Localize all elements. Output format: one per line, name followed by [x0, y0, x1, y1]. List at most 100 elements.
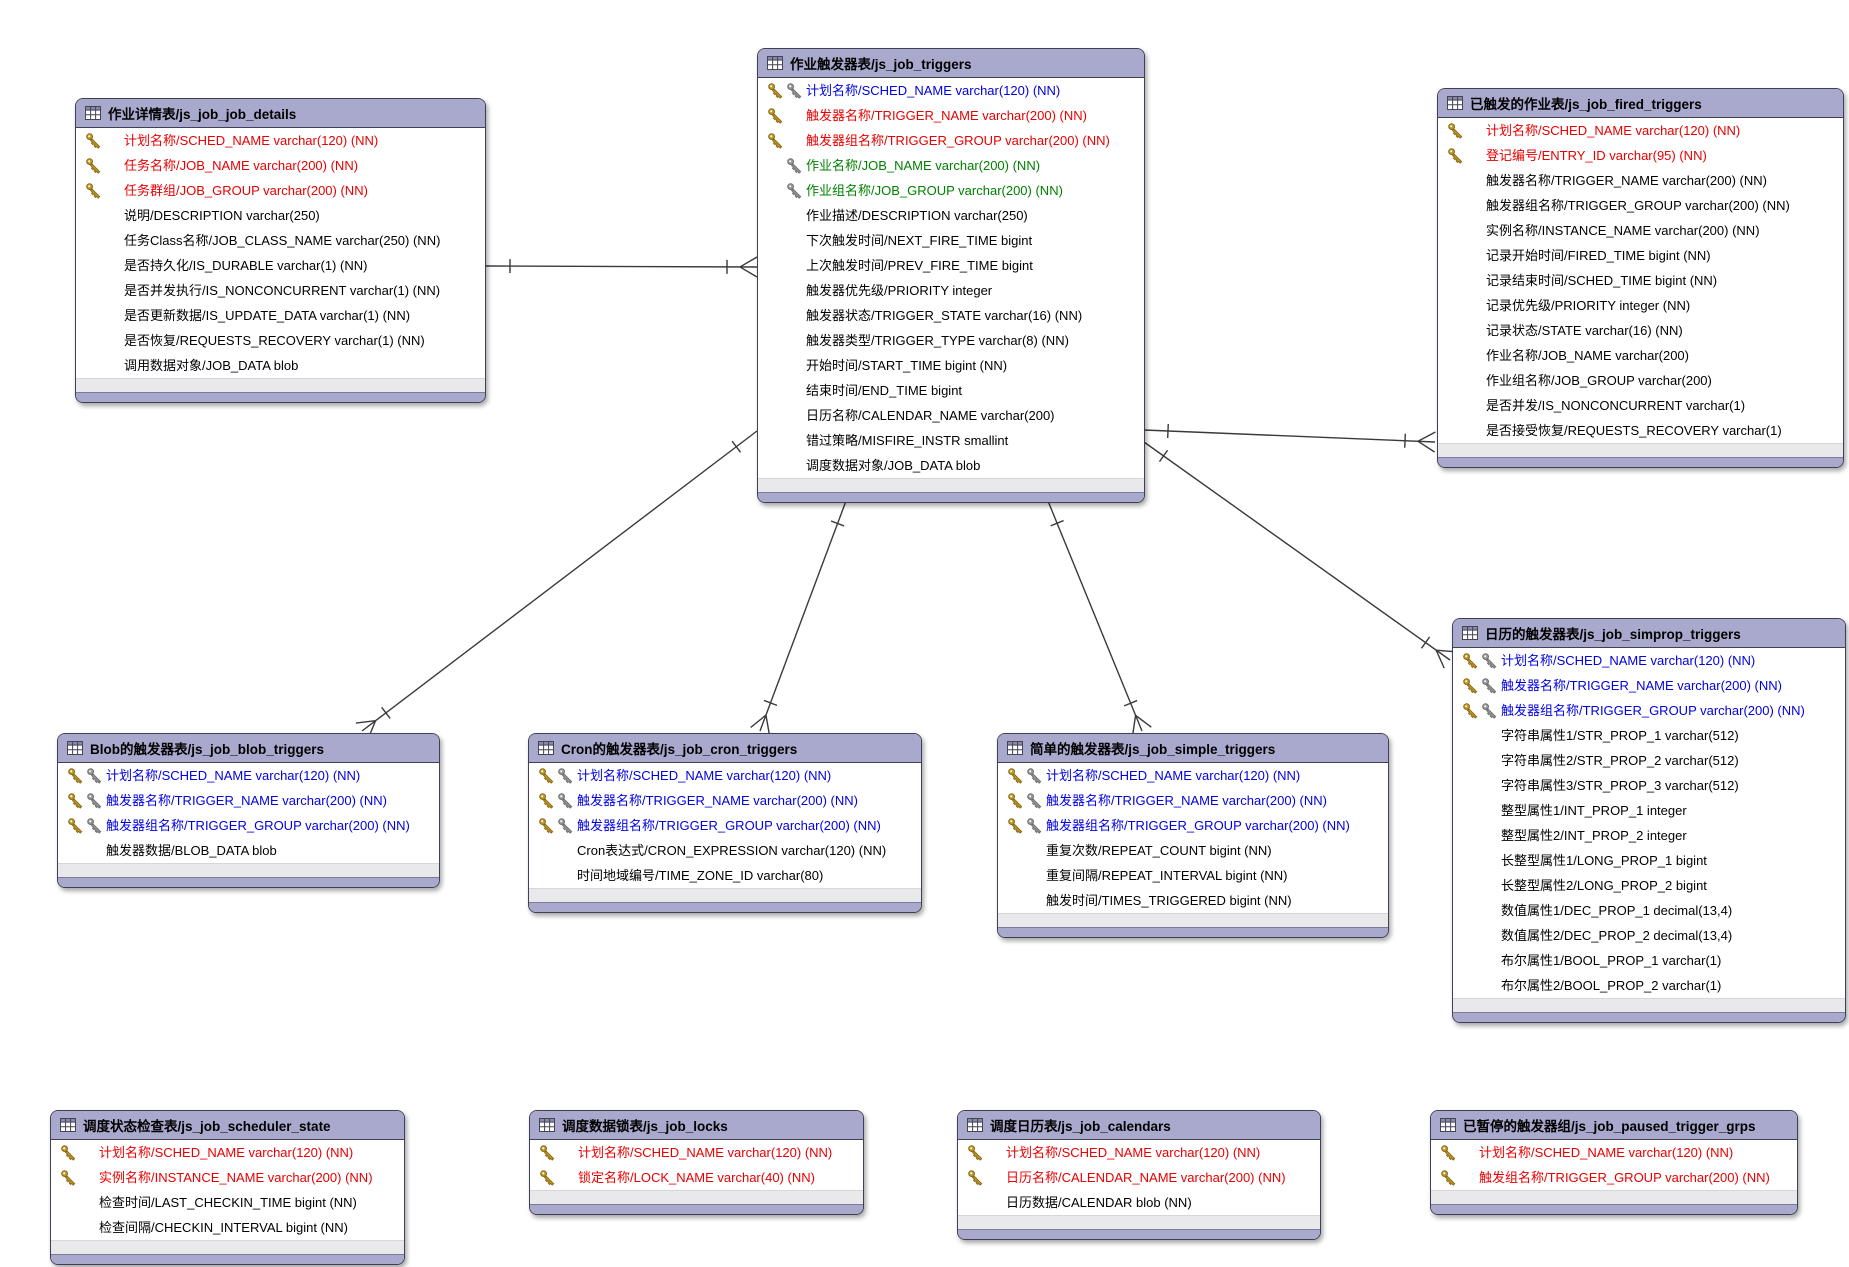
table-column-row[interactable]: 作业名称/JOB_NAME varchar(200) (NN) — [758, 153, 1144, 178]
table-column-row[interactable]: 触发器组名称/TRIGGER_GROUP varchar(200) (NN) — [998, 813, 1388, 838]
table-header[interactable]: 调度日历表/js_job_calendars — [958, 1111, 1320, 1140]
entity-table-simple-triggers[interactable]: 简单的触发器表/js_job_simple_triggers 计划名称/SCHE… — [997, 733, 1389, 938]
table-column-row[interactable]: 计划名称/SCHED_NAME varchar(120) (NN) — [958, 1140, 1320, 1165]
table-column-row[interactable]: 整型属性1/INT_PROP_1 integer — [1453, 798, 1845, 823]
table-column-row[interactable]: 说明/DESCRIPTION varchar(250) — [76, 203, 485, 228]
table-column-row[interactable]: 触发器类型/TRIGGER_TYPE varchar(8) (NN) — [758, 328, 1144, 353]
table-column-row[interactable]: 结束时间/END_TIME bigint — [758, 378, 1144, 403]
table-column-row[interactable]: 计划名称/SCHED_NAME varchar(120) (NN) — [758, 78, 1144, 103]
entity-table-blob-triggers[interactable]: Blob的触发器表/js_job_blob_triggers 计划名称/SCHE… — [57, 733, 440, 888]
table-column-row[interactable]: 数值属性2/DEC_PROP_2 decimal(13,4) — [1453, 923, 1845, 948]
table-column-row[interactable]: 计划名称/SCHED_NAME varchar(120) (NN) — [1453, 648, 1845, 673]
table-column-row[interactable]: 计划名称/SCHED_NAME varchar(120) (NN) — [1438, 118, 1843, 143]
entity-table-triggers[interactable]: 作业触发器表/js_job_triggers 计划名称/SCHED_NAME v… — [757, 48, 1145, 503]
table-header[interactable]: 已暂停的触发器组/js_job_paused_trigger_grps — [1431, 1111, 1797, 1140]
table-column-row[interactable]: 作业名称/JOB_NAME varchar(200) — [1438, 343, 1843, 368]
table-column-row[interactable]: 长整型属性2/LONG_PROP_2 bigint — [1453, 873, 1845, 898]
table-column-row[interactable]: 触发器状态/TRIGGER_STATE varchar(16) (NN) — [758, 303, 1144, 328]
table-column-row[interactable]: 触发器组名称/TRIGGER_GROUP varchar(200) (NN) — [1453, 698, 1845, 723]
table-column-row[interactable]: 锁定名称/LOCK_NAME varchar(40) (NN) — [530, 1165, 863, 1190]
table-column-row[interactable]: 日历数据/CALENDAR blob (NN) — [958, 1190, 1320, 1215]
table-column-row[interactable]: 是否并发/IS_NONCONCURRENT varchar(1) — [1438, 393, 1843, 418]
table-column-row[interactable]: 触发组名称/TRIGGER_GROUP varchar(200) (NN) — [1431, 1165, 1797, 1190]
table-column-row[interactable]: 字符串属性2/STR_PROP_2 varchar(512) — [1453, 748, 1845, 773]
table-header[interactable]: Cron的触发器表/js_job_cron_triggers — [529, 734, 921, 763]
entity-table-simprop-triggers[interactable]: 日历的触发器表/js_job_simprop_triggers 计划名称/SCH… — [1452, 618, 1846, 1023]
table-column-row[interactable]: 时间地域编号/TIME_ZONE_ID varchar(80) — [529, 863, 921, 888]
table-column-row[interactable]: 是否并发执行/IS_NONCONCURRENT varchar(1) (NN) — [76, 278, 485, 303]
table-column-row[interactable]: 记录开始时间/FIRED_TIME bigint (NN) — [1438, 243, 1843, 268]
entity-table-job-details[interactable]: 作业详情表/js_job_job_details 计划名称/SCHED_NAME… — [75, 98, 486, 403]
table-column-row[interactable]: 调用数据对象/JOB_DATA blob — [76, 353, 485, 378]
table-column-row[interactable]: 开始时间/START_TIME bigint (NN) — [758, 353, 1144, 378]
table-column-row[interactable]: 任务名称/JOB_NAME varchar(200) (NN) — [76, 153, 485, 178]
table-column-row[interactable]: 记录优先级/PRIORITY integer (NN) — [1438, 293, 1843, 318]
table-column-row[interactable]: 检查时间/LAST_CHECKIN_TIME bigint (NN) — [51, 1190, 404, 1215]
table-column-row[interactable]: 触发器优先级/PRIORITY integer — [758, 278, 1144, 303]
table-column-row[interactable]: 日历名称/CALENDAR_NAME varchar(200) — [758, 403, 1144, 428]
entity-table-calendars[interactable]: 调度日历表/js_job_calendars 计划名称/SCHED_NAME v… — [957, 1110, 1321, 1240]
table-column-row[interactable]: 计划名称/SCHED_NAME varchar(120) (NN) — [51, 1140, 404, 1165]
table-column-row[interactable]: 下次触发时间/NEXT_FIRE_TIME bigint — [758, 228, 1144, 253]
table-column-row[interactable]: 是否持久化/IS_DURABLE varchar(1) (NN) — [76, 253, 485, 278]
table-column-row[interactable]: 触发器组名称/TRIGGER_GROUP varchar(200) (NN) — [758, 128, 1144, 153]
table-column-row[interactable]: 错过策略/MISFIRE_INSTR smallint — [758, 428, 1144, 453]
table-column-row[interactable]: 重复次数/REPEAT_COUNT bigint (NN) — [998, 838, 1388, 863]
table-column-row[interactable]: 是否更新数据/IS_UPDATE_DATA varchar(1) (NN) — [76, 303, 485, 328]
table-column-row[interactable]: 记录结束时间/SCHED_TIME bigint (NN) — [1438, 268, 1843, 293]
table-column-row[interactable]: 实例名称/INSTANCE_NAME varchar(200) (NN) — [1438, 218, 1843, 243]
table-column-row[interactable]: 日历名称/CALENDAR_NAME varchar(200) (NN) — [958, 1165, 1320, 1190]
table-column-row[interactable]: 重复间隔/REPEAT_INTERVAL bigint (NN) — [998, 863, 1388, 888]
table-column-row[interactable]: 触发器组名称/TRIGGER_GROUP varchar(200) (NN) — [1438, 193, 1843, 218]
entity-table-locks[interactable]: 调度数据锁表/js_job_locks 计划名称/SCHED_NAME varc… — [529, 1110, 864, 1215]
table-column-row[interactable]: 记录状态/STATE varchar(16) (NN) — [1438, 318, 1843, 343]
table-column-row[interactable]: 作业组名称/JOB_GROUP varchar(200) — [1438, 368, 1843, 393]
table-column-row[interactable]: 触发器名称/TRIGGER_NAME varchar(200) (NN) — [758, 103, 1144, 128]
table-column-row[interactable]: 检查间隔/CHECKIN_INTERVAL bigint (NN) — [51, 1215, 404, 1240]
table-column-row[interactable]: 整型属性2/INT_PROP_2 integer — [1453, 823, 1845, 848]
table-header[interactable]: 日历的触发器表/js_job_simprop_triggers — [1453, 619, 1845, 648]
table-column-row[interactable]: 实例名称/INSTANCE_NAME varchar(200) (NN) — [51, 1165, 404, 1190]
table-column-row[interactable]: 登记编号/ENTRY_ID varchar(95) (NN) — [1438, 143, 1843, 168]
table-column-row[interactable]: 是否恢复/REQUESTS_RECOVERY varchar(1) (NN) — [76, 328, 485, 353]
table-column-row[interactable]: 触发器数据/BLOB_DATA blob — [58, 838, 439, 863]
table-column-row[interactable]: 布尔属性1/BOOL_PROP_1 varchar(1) — [1453, 948, 1845, 973]
table-header[interactable]: 作业详情表/js_job_job_details — [76, 99, 485, 128]
table-column-row[interactable]: 触发器名称/TRIGGER_NAME varchar(200) (NN) — [529, 788, 921, 813]
table-column-row[interactable]: 作业组名称/JOB_GROUP varchar(200) (NN) — [758, 178, 1144, 203]
entity-table-scheduler-state[interactable]: 调度状态检查表/js_job_scheduler_state 计划名称/SCHE… — [50, 1110, 405, 1265]
table-column-row[interactable]: 任务Class名称/JOB_CLASS_NAME varchar(250) (N… — [76, 228, 485, 253]
table-header[interactable]: 已触发的作业表/js_job_fired_triggers — [1438, 89, 1843, 118]
table-header[interactable]: 作业触发器表/js_job_triggers — [758, 49, 1144, 78]
table-column-row[interactable]: 触发器名称/TRIGGER_NAME varchar(200) (NN) — [1438, 168, 1843, 193]
entity-table-cron-triggers[interactable]: Cron的触发器表/js_job_cron_triggers 计划名称/SCHE… — [528, 733, 922, 913]
table-column-row[interactable]: 长整型属性1/LONG_PROP_1 bigint — [1453, 848, 1845, 873]
table-column-row[interactable]: 触发时间/TIMES_TRIGGERED bigint (NN) — [998, 888, 1388, 913]
entity-table-paused-trigger-grps[interactable]: 已暂停的触发器组/js_job_paused_trigger_grps 计划名称… — [1430, 1110, 1798, 1215]
table-column-row[interactable]: 触发器名称/TRIGGER_NAME varchar(200) (NN) — [58, 788, 439, 813]
table-column-row[interactable]: 计划名称/SCHED_NAME varchar(120) (NN) — [58, 763, 439, 788]
table-column-row[interactable]: 触发器名称/TRIGGER_NAME varchar(200) (NN) — [998, 788, 1388, 813]
table-column-row[interactable]: 触发器名称/TRIGGER_NAME varchar(200) (NN) — [1453, 673, 1845, 698]
table-header[interactable]: 简单的触发器表/js_job_simple_triggers — [998, 734, 1388, 763]
table-column-row[interactable]: 作业描述/DESCRIPTION varchar(250) — [758, 203, 1144, 228]
table-column-row[interactable]: 上次触发时间/PREV_FIRE_TIME bigint — [758, 253, 1144, 278]
table-column-row[interactable]: 数值属性1/DEC_PROP_1 decimal(13,4) — [1453, 898, 1845, 923]
table-column-row[interactable]: 触发器组名称/TRIGGER_GROUP varchar(200) (NN) — [529, 813, 921, 838]
table-column-row[interactable]: 计划名称/SCHED_NAME varchar(120) (NN) — [530, 1140, 863, 1165]
table-column-row[interactable]: 布尔属性2/BOOL_PROP_2 varchar(1) — [1453, 973, 1845, 998]
table-column-row[interactable]: 字符串属性1/STR_PROP_1 varchar(512) — [1453, 723, 1845, 748]
table-header[interactable]: Blob的触发器表/js_job_blob_triggers — [58, 734, 439, 763]
entity-table-fired-triggers[interactable]: 已触发的作业表/js_job_fired_triggers 计划名称/SCHED… — [1437, 88, 1844, 468]
table-column-row[interactable]: 是否接受恢复/REQUESTS_RECOVERY varchar(1) — [1438, 418, 1843, 443]
table-column-row[interactable]: 字符串属性3/STR_PROP_3 varchar(512) — [1453, 773, 1845, 798]
table-column-row[interactable]: 任务群组/JOB_GROUP varchar(200) (NN) — [76, 178, 485, 203]
table-column-row[interactable]: 计划名称/SCHED_NAME varchar(120) (NN) — [1431, 1140, 1797, 1165]
table-header[interactable]: 调度状态检查表/js_job_scheduler_state — [51, 1111, 404, 1140]
table-column-row[interactable]: Cron表达式/CRON_EXPRESSION varchar(120) (NN… — [529, 838, 921, 863]
table-header[interactable]: 调度数据锁表/js_job_locks — [530, 1111, 863, 1140]
table-column-row[interactable]: 计划名称/SCHED_NAME varchar(120) (NN) — [76, 128, 485, 153]
table-column-row[interactable]: 触发器组名称/TRIGGER_GROUP varchar(200) (NN) — [58, 813, 439, 838]
table-column-row[interactable]: 计划名称/SCHED_NAME varchar(120) (NN) — [998, 763, 1388, 788]
table-column-row[interactable]: 计划名称/SCHED_NAME varchar(120) (NN) — [529, 763, 921, 788]
